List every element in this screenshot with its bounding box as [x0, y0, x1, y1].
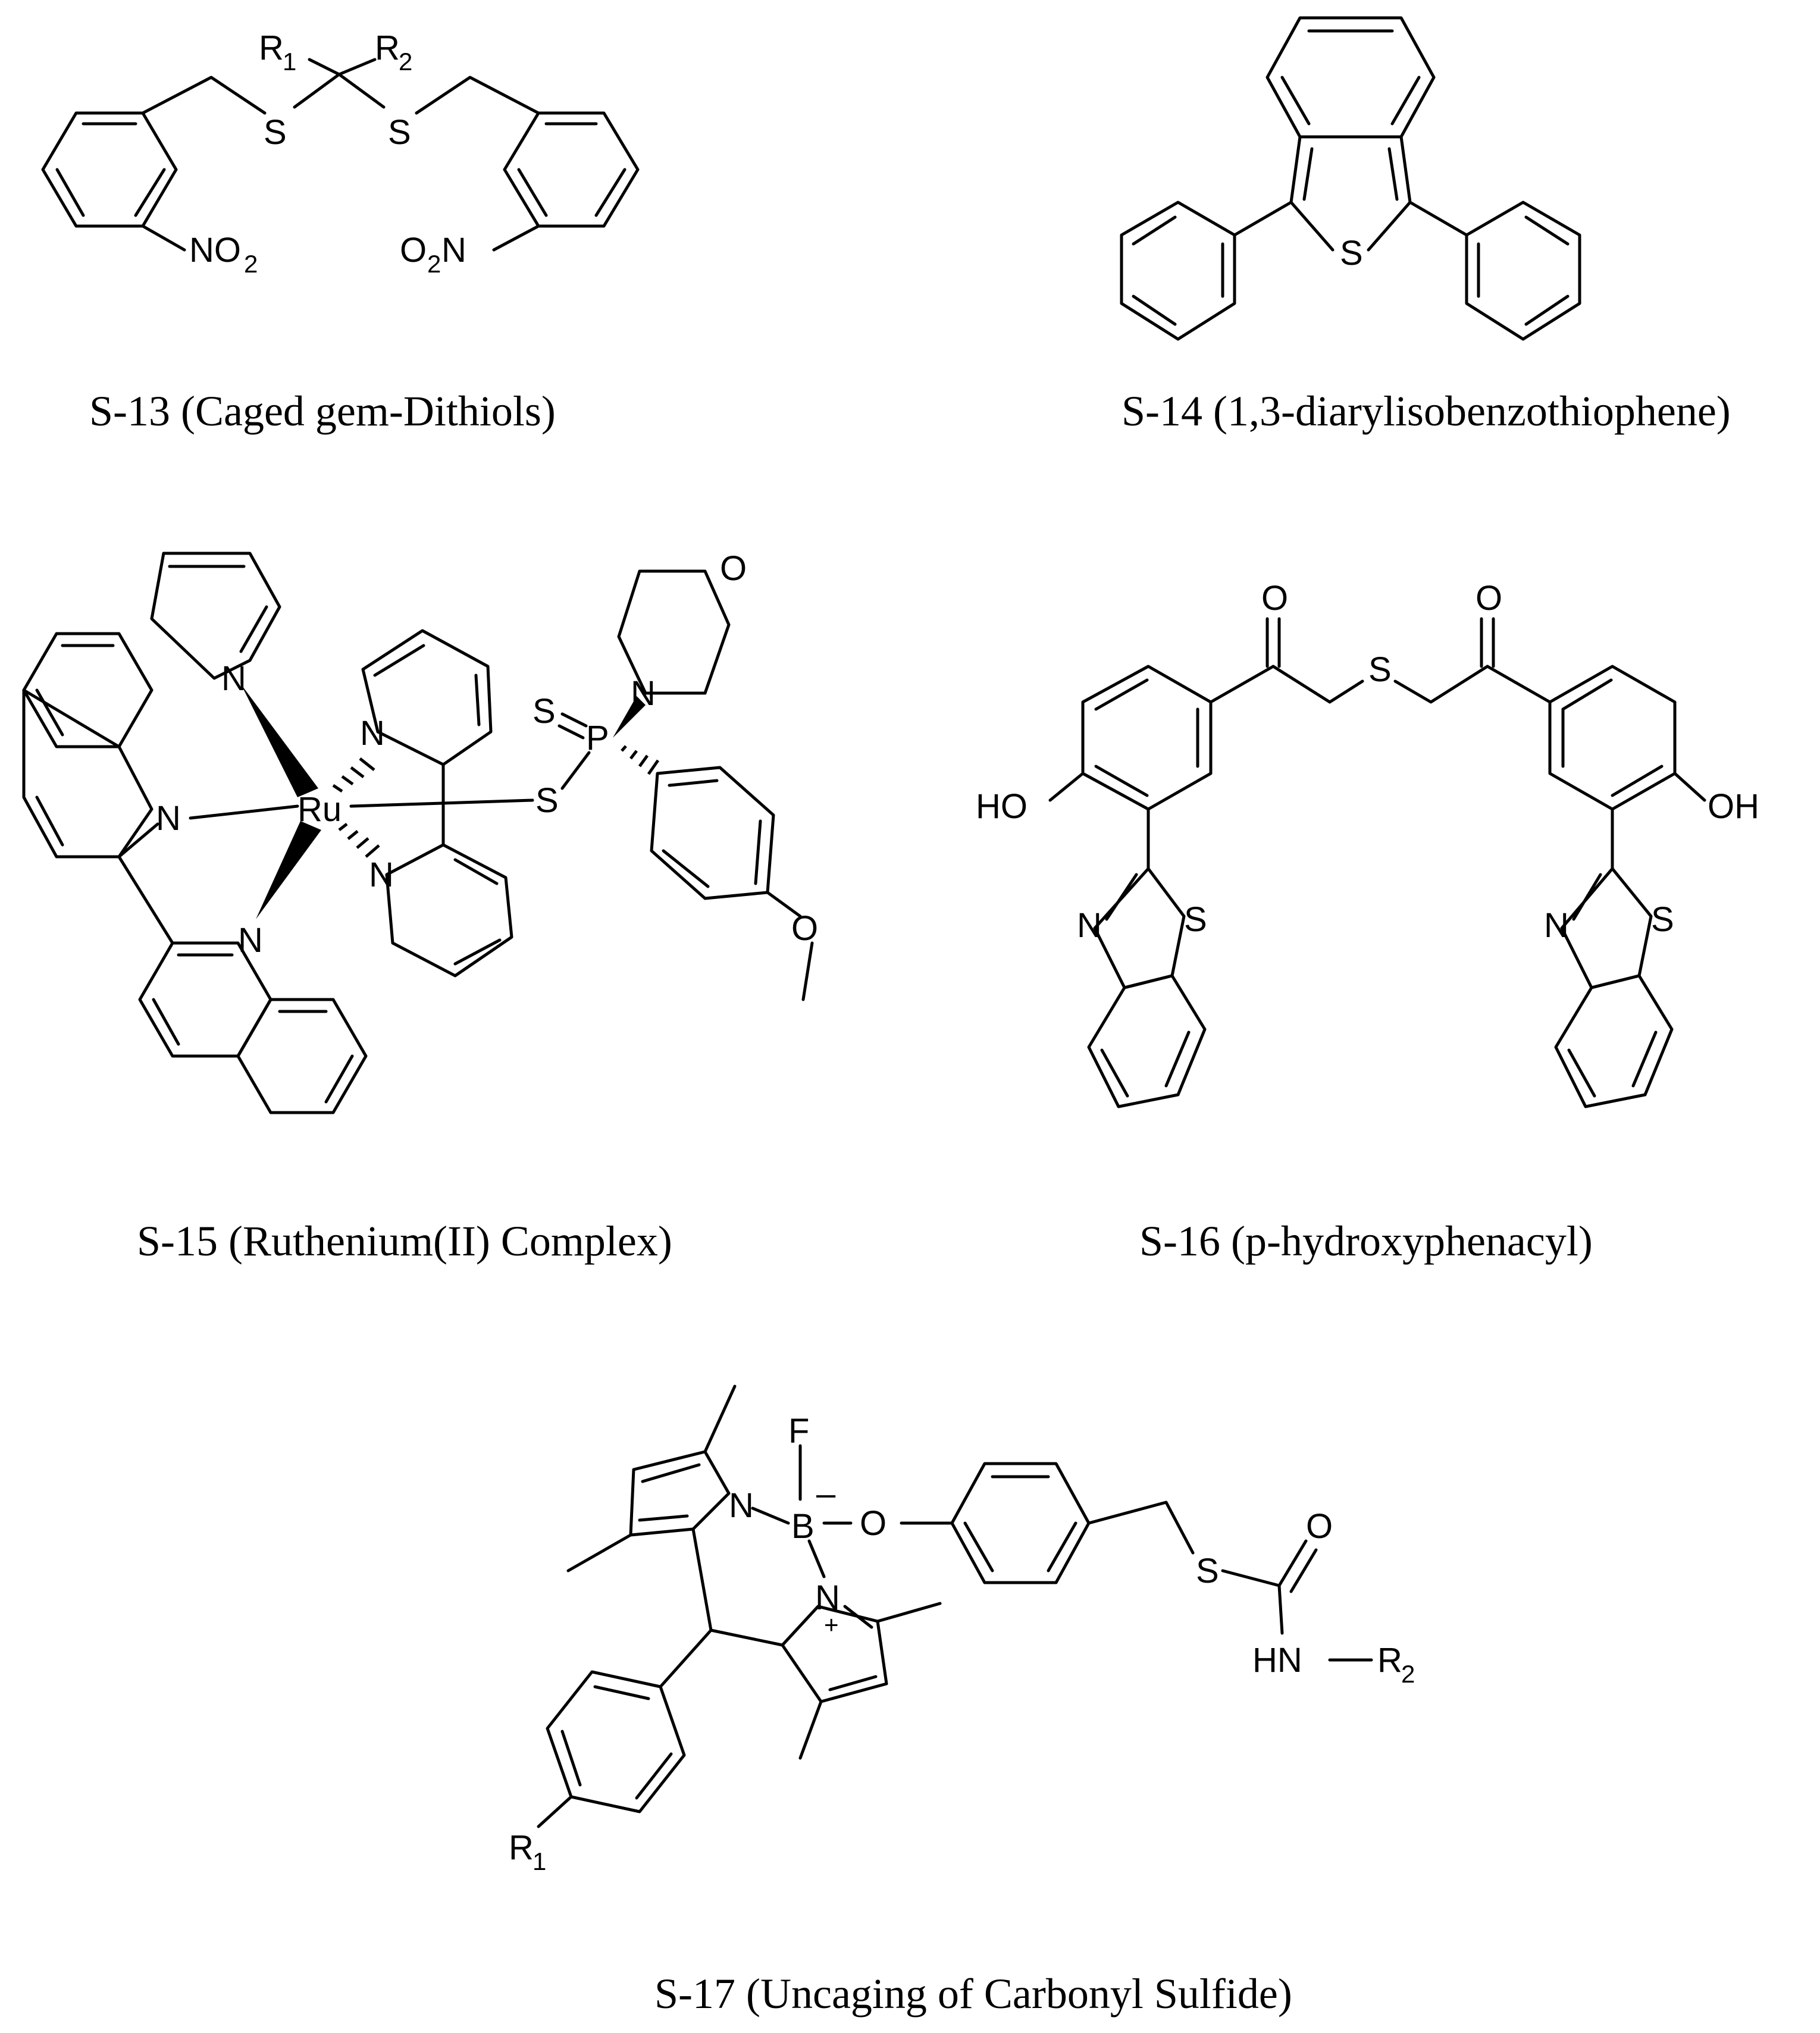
- structure-s17: F N B – O N + S O HN R 2 R 1 S-17 (Uncag…: [509, 1384, 1415, 2018]
- structure-s14: S S-14 (1,3-diarylisobenzothiophene): [1120, 16, 1731, 435]
- s17-carbonyl-o: O: [1306, 1507, 1333, 1546]
- s17-phenoxy-o: O: [860, 1504, 886, 1543]
- s17-r2-sub: 2: [1401, 1660, 1415, 1688]
- structure-s15: N N Ru N N N S S P N O O S-15 (Ruthenium…: [22, 549, 818, 1265]
- s16-thiazole-s-left: S: [1184, 900, 1207, 939]
- s13-r1-sub: 1: [283, 48, 296, 76]
- s16-thioether-s: S: [1368, 650, 1392, 689]
- s15-morpholine-n: N: [631, 674, 656, 713]
- s16-carbonyl-o-right: O: [1476, 579, 1502, 618]
- caption-s17: S-17 (Uncaging of Carbonyl Sulfide): [654, 1970, 1292, 2018]
- s16-hydroxyl-right: OH: [1708, 787, 1759, 826]
- s16-thiazole-s-right: S: [1651, 900, 1674, 939]
- s15-quinoline-n-upper: N: [156, 799, 181, 838]
- s17-r2-label: R: [1377, 1641, 1402, 1680]
- s13-no2-left: NO: [189, 231, 241, 270]
- s15-ruthenium: Ru: [297, 790, 342, 829]
- s17-boron: B: [791, 1507, 815, 1546]
- s15-thio-s: S: [535, 781, 559, 820]
- s13-o2n-right-sub: 2: [427, 250, 441, 278]
- s17-pyrrole-n-lower: N: [815, 1578, 840, 1617]
- s15-morpholine-o: O: [720, 549, 747, 588]
- s15-bipy-n-upper: N: [360, 714, 385, 753]
- s15-bipy-n-lower: N: [369, 856, 394, 894]
- s15-phosphorus: P: [586, 719, 609, 757]
- s17-boron-charge: –: [816, 1474, 836, 1513]
- s17-r1-sub: 1: [532, 1847, 546, 1875]
- s15-quinoline-n-lower: N: [238, 921, 263, 960]
- s14-sulfur: S: [1340, 234, 1363, 272]
- s16-carbonyl-o-left: O: [1261, 579, 1288, 618]
- caption-s14: S-14 (1,3-diarylisobenzothiophene): [1122, 387, 1731, 435]
- s17-pyrrole-n-upper: N: [729, 1486, 754, 1525]
- s13-sulfur-right: S: [388, 113, 411, 152]
- caption-s15: S-15 (Ruthenium(II) Complex): [137, 1217, 672, 1265]
- s17-thio-s: S: [1196, 1552, 1219, 1590]
- s16-thiazole-n-left: N: [1077, 906, 1102, 945]
- s17-amide-hn: HN: [1252, 1641, 1302, 1680]
- s17-r1-label: R: [509, 1828, 534, 1867]
- s17-nitrogen-charge: +: [824, 1611, 839, 1639]
- s13-no2-left-sub: 2: [244, 250, 258, 278]
- s16-thiazole-n-right: N: [1544, 906, 1569, 945]
- s13-r2-label: R: [375, 29, 400, 67]
- s13-sulfur-left: S: [264, 113, 287, 152]
- caption-s13: S-13 (Caged gem-Dithiols): [89, 387, 556, 435]
- s16-hydroxyl-left: HO: [976, 787, 1028, 826]
- structure-s13: S S R 1 R 2 NO 2 O 2 N S-13 (Caged gem-D…: [41, 29, 640, 435]
- s13-o2n-right-n: N: [441, 231, 466, 270]
- s13-o2n-right-o: O: [400, 231, 427, 270]
- s15-thiono-s: S: [532, 692, 556, 731]
- s15-methoxy-o: O: [791, 909, 818, 948]
- s13-r2-sub: 2: [399, 48, 412, 76]
- s13-r1-label: R: [259, 29, 284, 67]
- structure-s16: O S O HO OH N S N S S-16 (p-hydroxyphena…: [976, 579, 1759, 1265]
- s15-top-pyridine-n: N: [221, 659, 246, 698]
- s17-fluorine: F: [788, 1412, 809, 1451]
- caption-s16: S-16 (p-hydroxyphenacyl): [1139, 1217, 1593, 1265]
